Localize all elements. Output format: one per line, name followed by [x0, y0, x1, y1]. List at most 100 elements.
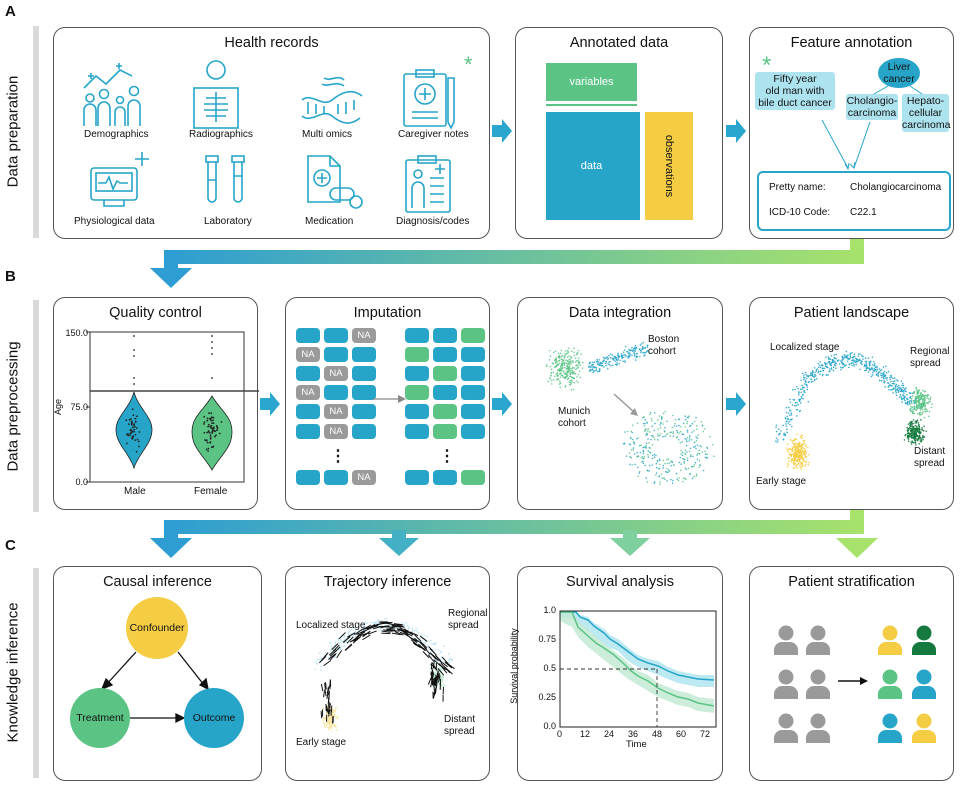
scatter-point — [206, 419, 209, 422]
scatter-point — [926, 397, 929, 399]
scatter-point — [638, 444, 641, 447]
scatter-point — [791, 404, 794, 406]
scatter-point — [406, 624, 409, 627]
scatter-point — [913, 405, 915, 408]
scatter-point — [566, 376, 568, 378]
scatter-point — [905, 433, 907, 436]
scatter-point — [563, 364, 566, 366]
scatter-point — [214, 430, 217, 433]
scatter-point — [215, 424, 218, 427]
scatter-point — [348, 629, 351, 632]
scatter-point — [897, 387, 900, 389]
scatter-point — [628, 452, 631, 454]
scatter-point — [592, 370, 595, 372]
data-cell — [296, 366, 320, 381]
scatter-point — [669, 431, 671, 434]
scatter-point — [787, 422, 790, 424]
scatter-point — [825, 374, 827, 376]
scatter-point — [712, 455, 715, 458]
scatter-point — [916, 392, 919, 394]
radiographics-icon — [193, 60, 239, 129]
scatter-point — [131, 408, 134, 411]
scatter-point — [637, 437, 639, 439]
data-cell — [405, 366, 429, 381]
scatter-point — [796, 467, 799, 469]
scatter-point — [634, 463, 636, 466]
missing-cell: NA — [296, 347, 320, 362]
scatter-point — [634, 348, 637, 350]
scatter-point — [911, 392, 913, 395]
missing-cell: NA — [296, 385, 320, 400]
scatter-point — [848, 366, 850, 369]
data-cell — [461, 385, 485, 400]
person-icon — [806, 625, 830, 655]
data-cell — [461, 347, 485, 362]
scatter-point — [810, 381, 813, 383]
scatter-point — [786, 466, 789, 468]
scatter-point — [679, 469, 682, 472]
scatter-point — [351, 628, 353, 631]
scatter-point — [573, 371, 575, 373]
scatter-point — [686, 429, 689, 431]
velocity-arrow — [391, 632, 401, 636]
scatter-point — [597, 370, 599, 373]
scatter-point — [828, 362, 831, 365]
row-bar — [33, 300, 39, 512]
scatter-point — [335, 707, 337, 709]
scatter-point — [131, 430, 133, 432]
scatter-point — [873, 369, 876, 371]
scatter-point — [911, 409, 914, 411]
scatter-point — [664, 410, 667, 413]
scatter-point — [917, 437, 920, 440]
scatter-point — [408, 626, 410, 629]
scatter-point — [897, 391, 900, 393]
velocity-arrow — [399, 629, 408, 634]
scatter-point — [802, 451, 805, 454]
scatter-point — [570, 368, 573, 370]
scatter-point — [910, 443, 913, 445]
scatter-point — [633, 441, 636, 444]
scatter-point — [922, 402, 924, 405]
scatter-point — [665, 433, 668, 436]
scatter-point — [792, 440, 795, 442]
scatter-point — [566, 378, 569, 381]
scatter-point — [697, 434, 700, 436]
scatter-point — [924, 399, 927, 401]
scatter-point — [420, 640, 423, 643]
scatter-point — [556, 372, 559, 374]
scatter-point — [646, 421, 648, 424]
scatter-point — [916, 430, 919, 432]
scatter-point — [624, 431, 626, 433]
scatter-point — [687, 467, 690, 470]
label-diagnosis-codes: Diagnosis/codes — [396, 216, 470, 227]
y-axis-label: Age — [53, 398, 64, 416]
scatter-point — [868, 363, 871, 366]
scatter-point — [853, 360, 856, 363]
scatter-point — [327, 716, 330, 719]
scatter-point — [642, 457, 645, 460]
scatter-point — [660, 416, 663, 419]
scatter-point — [630, 448, 633, 451]
scatter-point — [560, 374, 563, 376]
scatter-point — [803, 459, 805, 461]
scatter-point — [679, 425, 682, 428]
scatter-point — [807, 464, 810, 466]
scatter-point — [599, 369, 601, 371]
scatter-point — [801, 462, 803, 465]
scatter-point — [895, 388, 897, 391]
scatter-point — [345, 640, 348, 643]
scatter-point — [794, 388, 796, 391]
scatter-point — [797, 387, 799, 390]
scatter-point — [564, 352, 566, 355]
scatter-point — [639, 344, 642, 346]
scatter-point — [882, 373, 884, 376]
scatter-point — [417, 632, 420, 634]
scatter-point — [892, 380, 894, 383]
velocity-arrow — [346, 636, 354, 644]
scatter-point — [322, 719, 325, 722]
scatter-point — [579, 364, 582, 367]
scatter-point — [570, 350, 573, 353]
scatter-point — [643, 354, 645, 357]
scatter-point — [795, 404, 798, 407]
scatter-point — [877, 374, 879, 376]
